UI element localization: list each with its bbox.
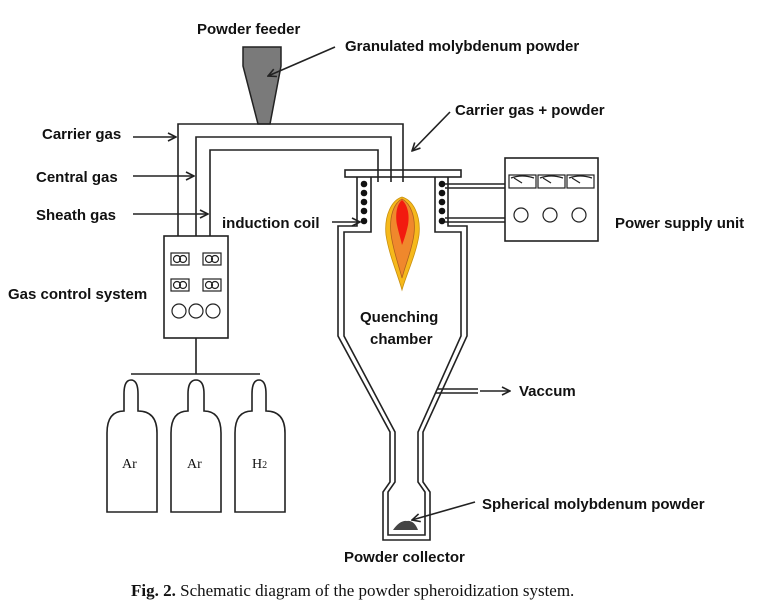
quenching-label-line1: Quenching [360,309,438,326]
cylinder-gas-label: H2 [252,457,267,472]
granulated-powder-arrow [268,46,336,76]
torch-cap [344,169,462,178]
powder-feeder [242,46,282,125]
gas-cylinder: Ar [170,379,222,513]
powder-feeder-label: Powder feeder [197,21,301,38]
cylinder-gas-label: Ar [122,457,137,472]
vacuum-label: Vaccum [519,383,576,400]
torch-body [337,177,468,330]
power-supply-knobs [513,207,587,223]
carrier-gas-powder-arrow [412,111,451,151]
powder-collector-label: Powder collector [344,549,465,566]
power-supply-box [504,157,599,242]
spherical-powder-label: Spherical molybdenum powder [482,496,705,513]
gas-flowmeters [170,252,222,292]
quenching-label-line2: chamber [370,331,433,348]
carrier-gas-label: Carrier gas [42,126,121,143]
sheath-gas-label: Sheath gas [36,207,116,224]
granulated-powder-label: Granulated molybdenum powder [345,38,579,55]
gas-cylinder: Ar [106,379,158,513]
carrier-gas-powder-label: Carrier gas + powder [455,102,605,119]
induction-coil-label: induction coil [222,215,320,232]
central-gas-label: Central gas [36,169,118,186]
power-cables [445,183,505,223]
vacuum-outlet [435,389,510,393]
spherical-powder-arrow [412,501,476,520]
gas-control-label: Gas control system [8,286,147,303]
gas-manifold [131,338,260,375]
induction-coil [360,180,446,225]
powder-pile [393,520,418,530]
quenching-chamber [337,330,468,541]
plasma-flame [385,196,420,292]
gas-tubes [177,123,404,236]
gas-valves [171,303,221,319]
power-supply-label: Power supply unit [615,215,744,232]
gas-cylinder: H2 [234,379,286,513]
cylinder-gas-label: Ar [187,457,202,472]
figure-caption: Fig. 2. Schematic diagram of the powder … [131,581,574,600]
power-supply-meters [508,174,595,189]
